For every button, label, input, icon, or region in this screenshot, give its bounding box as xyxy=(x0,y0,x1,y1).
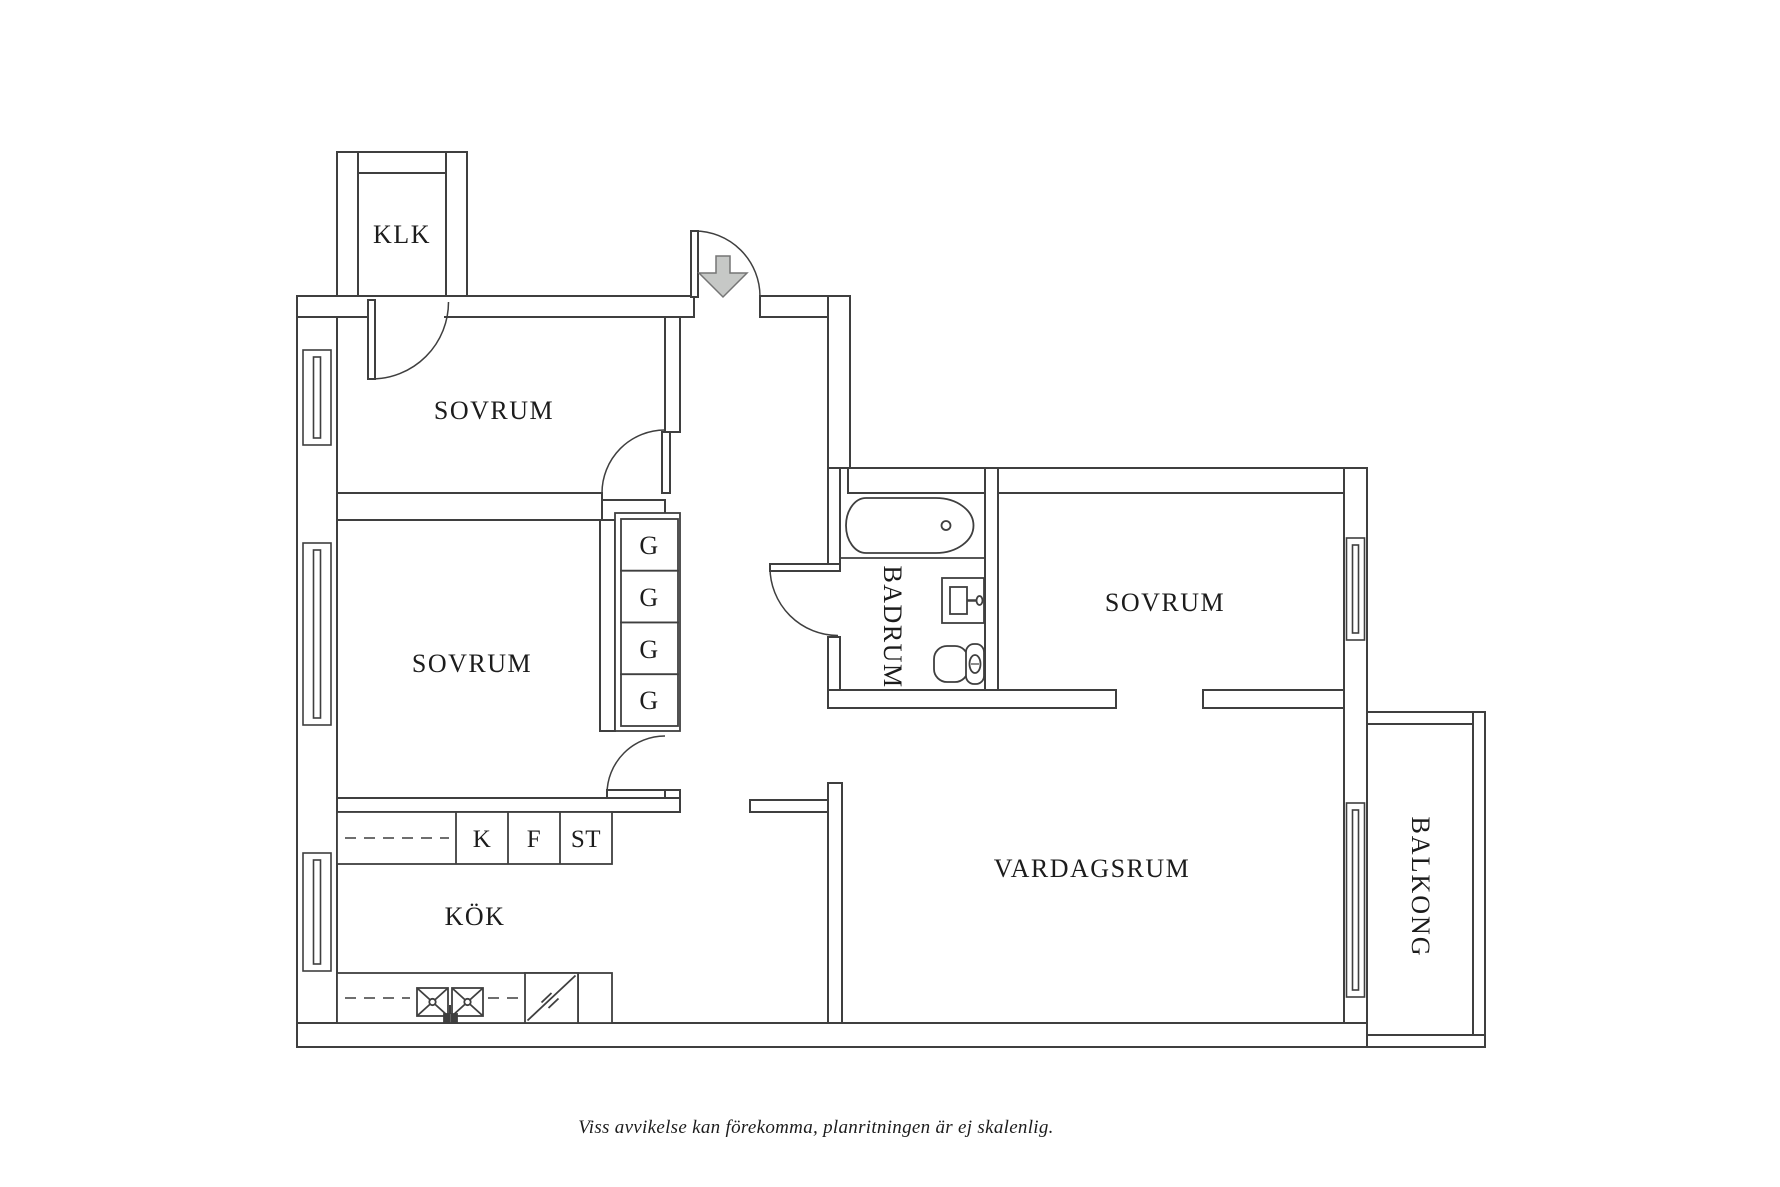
wall-bath-left-lower xyxy=(827,636,841,691)
opening-klk-door xyxy=(372,298,444,319)
toilet xyxy=(933,643,985,685)
kitchen-tall-units xyxy=(336,811,613,865)
wall-sovrum-mid-right xyxy=(599,519,616,732)
fixtures-layer xyxy=(336,497,985,1024)
wall-sovrum-top-right xyxy=(664,316,681,433)
room-label-vardagsrum: VARDAGSRUM xyxy=(994,854,1191,883)
window-sovrum-top xyxy=(302,349,332,446)
wall-bath-right xyxy=(984,467,999,691)
wall-balcony-bottom xyxy=(1366,1034,1486,1048)
door-leaf-klk xyxy=(367,299,376,380)
labels-layer: KLK SOVRUM SOVRUM SOVRUM VARDAGSRUM KÖK … xyxy=(373,220,1435,1138)
wall-entry-side xyxy=(827,295,851,469)
room-label-sovrum-right: SOVRUM xyxy=(1105,588,1225,617)
wardrobe-cell xyxy=(620,673,679,727)
wardrobe-cell xyxy=(620,518,679,572)
room-label-kok: KÖK xyxy=(445,902,506,931)
wall-bath-bottom xyxy=(827,689,1117,709)
door-leaf-sovrum-top xyxy=(661,431,671,494)
tub-drain xyxy=(940,520,952,531)
unit-label-cleaning: ST xyxy=(571,826,601,853)
door-swings xyxy=(371,230,839,795)
wall-top-left xyxy=(296,295,695,318)
kitchen-counter xyxy=(336,972,613,1024)
wall-sovrum-right-bottom xyxy=(1202,689,1345,709)
unit-label-fridge: K xyxy=(473,826,492,853)
bathtub xyxy=(845,497,975,554)
door-leaf-sovrum-mid xyxy=(606,789,666,799)
door-swing-entry xyxy=(694,230,761,297)
sink-faucet xyxy=(443,1005,458,1023)
window-sovrum-right xyxy=(1345,537,1366,641)
wall-balcony-right xyxy=(1472,711,1486,1048)
door-leaves xyxy=(367,230,841,799)
wardrobe-column xyxy=(614,512,681,732)
wardrobe-label: G xyxy=(639,635,659,664)
bathroom-sink xyxy=(941,577,985,624)
wardrobe-label: G xyxy=(639,531,659,560)
wardrobe-label: G xyxy=(639,583,659,612)
wall-kitchen-top-notch xyxy=(664,789,681,799)
wardrobe-cell xyxy=(620,569,679,624)
wardrobe-label: G xyxy=(639,686,659,715)
door-swing-sovrum-top xyxy=(601,429,666,494)
wall-top-right-section xyxy=(847,467,1368,494)
wall-klk-left xyxy=(336,151,359,297)
wall-kitchen-livingroom xyxy=(827,782,843,1024)
room-label-klk: KLK xyxy=(373,220,431,249)
bathroom-fixtures xyxy=(840,497,985,685)
wall-sovrum-top-bottom xyxy=(336,492,603,521)
kitchen-sink xyxy=(416,987,484,1023)
window-balcony-door xyxy=(1345,802,1366,998)
window-sovrum-mid xyxy=(302,542,332,726)
disclaimer-caption: Viss avvikelse kan förekomma, planritnin… xyxy=(578,1117,1053,1138)
room-label-sovrum-top: SOVRUM xyxy=(434,396,554,425)
unit-label-freezer: F xyxy=(527,826,541,853)
room-label-balkong: BALKONG xyxy=(1406,816,1435,957)
wall-klk-right xyxy=(445,151,468,297)
wall-kitchen-top xyxy=(336,797,681,813)
windows-layer xyxy=(302,349,1366,998)
kitchen-stove xyxy=(524,972,579,1024)
door-swing-klk xyxy=(371,301,450,380)
entry-arrow-group xyxy=(697,255,749,299)
entry-arrow-icon xyxy=(697,255,749,299)
wardrobe-cell xyxy=(620,621,679,676)
door-swing-badrum xyxy=(769,567,839,637)
walls-layer xyxy=(296,151,1486,1048)
wall-hall-bottom-stub xyxy=(749,799,829,813)
wall-bath-left-upper xyxy=(827,467,841,571)
room-label-sovrum-mid: SOVRUM xyxy=(412,649,532,678)
door-leaf-badrum xyxy=(769,563,841,572)
window-kitchen xyxy=(302,852,332,972)
wall-balcony-top xyxy=(1366,711,1486,725)
door-leaf-entry xyxy=(690,230,699,298)
room-label-badrum: BADRUM xyxy=(878,565,907,688)
door-swing-sovrum-mid xyxy=(606,735,666,795)
opening-entry xyxy=(695,298,759,319)
wall-bottom-outer xyxy=(296,1022,1368,1048)
